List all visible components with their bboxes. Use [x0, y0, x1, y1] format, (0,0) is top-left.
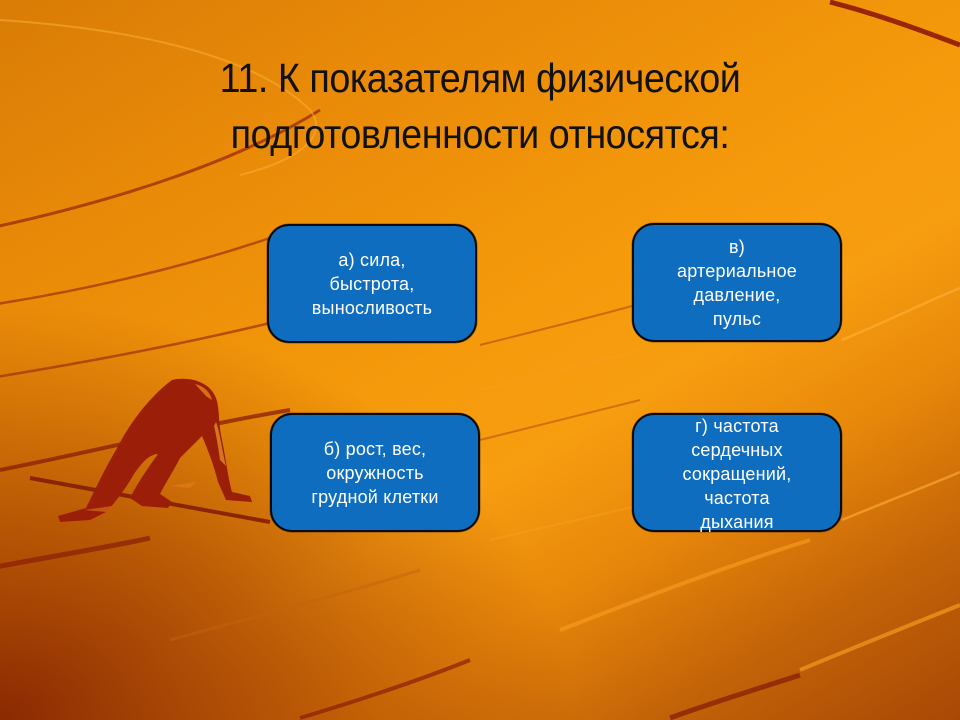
- sprinter-silhouette-icon: [29, 378, 271, 524]
- answer-option-v[interactable]: в) артериальное давление, пульс: [632, 223, 842, 342]
- answer-option-v-label: в) артериальное давление, пульс: [677, 236, 797, 329]
- answer-option-a[interactable]: а) сила, быстрота, выносливость: [267, 224, 477, 343]
- answer-option-g-label: г) частота сердечных сокращений, частота…: [682, 415, 792, 532]
- answer-option-g[interactable]: г) частота сердечных сокращений, частота…: [632, 413, 842, 532]
- slide-title: 11. К показателям физической подготовлен…: [219, 55, 741, 157]
- answer-option-a-label: а) сила, быстрота, выносливость: [311, 249, 433, 318]
- answer-option-b[interactable]: б) рост, вес, окружность грудной клетки: [270, 413, 480, 532]
- answer-option-b-label: б) рост, вес, окружность грудной клетки: [311, 438, 439, 507]
